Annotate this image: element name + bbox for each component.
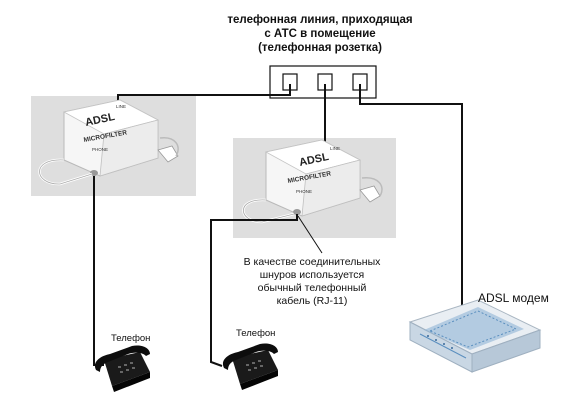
note-line-4: кабель (RJ-11): [276, 295, 348, 307]
phone-label-right: Телефон: [236, 328, 276, 339]
modem-label: ADSL модем: [478, 291, 549, 305]
note-line-2: шнуров используется: [259, 269, 365, 281]
microfilter-right: ADSL MICROFILTER LINE PHONE: [242, 139, 383, 224]
wire-right-filter-to-phone: [210, 214, 298, 367]
filter-left-line-port: LINE: [116, 104, 126, 109]
cable-note: В качестве соединительных шнуров использ…: [243, 256, 381, 308]
caption-line-3: (телефонная розетка): [258, 42, 382, 54]
phone-label-left: Телефон: [111, 333, 151, 344]
filter-right-phone-port: PHONE: [296, 189, 312, 194]
adsl-modem-icon: [408, 299, 542, 373]
telephone-line-caption: телефонная линия, приходящая с АТС в пом…: [205, 13, 435, 55]
caption-line-2: с АТС в помещение: [264, 28, 376, 40]
filter-right-line-port: LINE: [330, 146, 340, 151]
note-pointer-line: [297, 215, 323, 254]
telephone-socket: [269, 65, 377, 99]
caption-line-1: телефонная линия, приходящая: [227, 14, 413, 26]
wire-socket-to-modem: [359, 84, 463, 306]
telephone-left-icon: [94, 345, 150, 392]
telephone-right-icon: [222, 343, 278, 390]
microfilter-left: ADSL MICROFILTER LINE PHONE: [38, 99, 179, 186]
note-line-3: обычный телефонный: [257, 282, 367, 294]
note-line-1: В качестве соединительных: [243, 256, 381, 268]
wire-left-filter-to-phone: [93, 176, 104, 366]
filter-left-phone-port: PHONE: [92, 147, 108, 152]
